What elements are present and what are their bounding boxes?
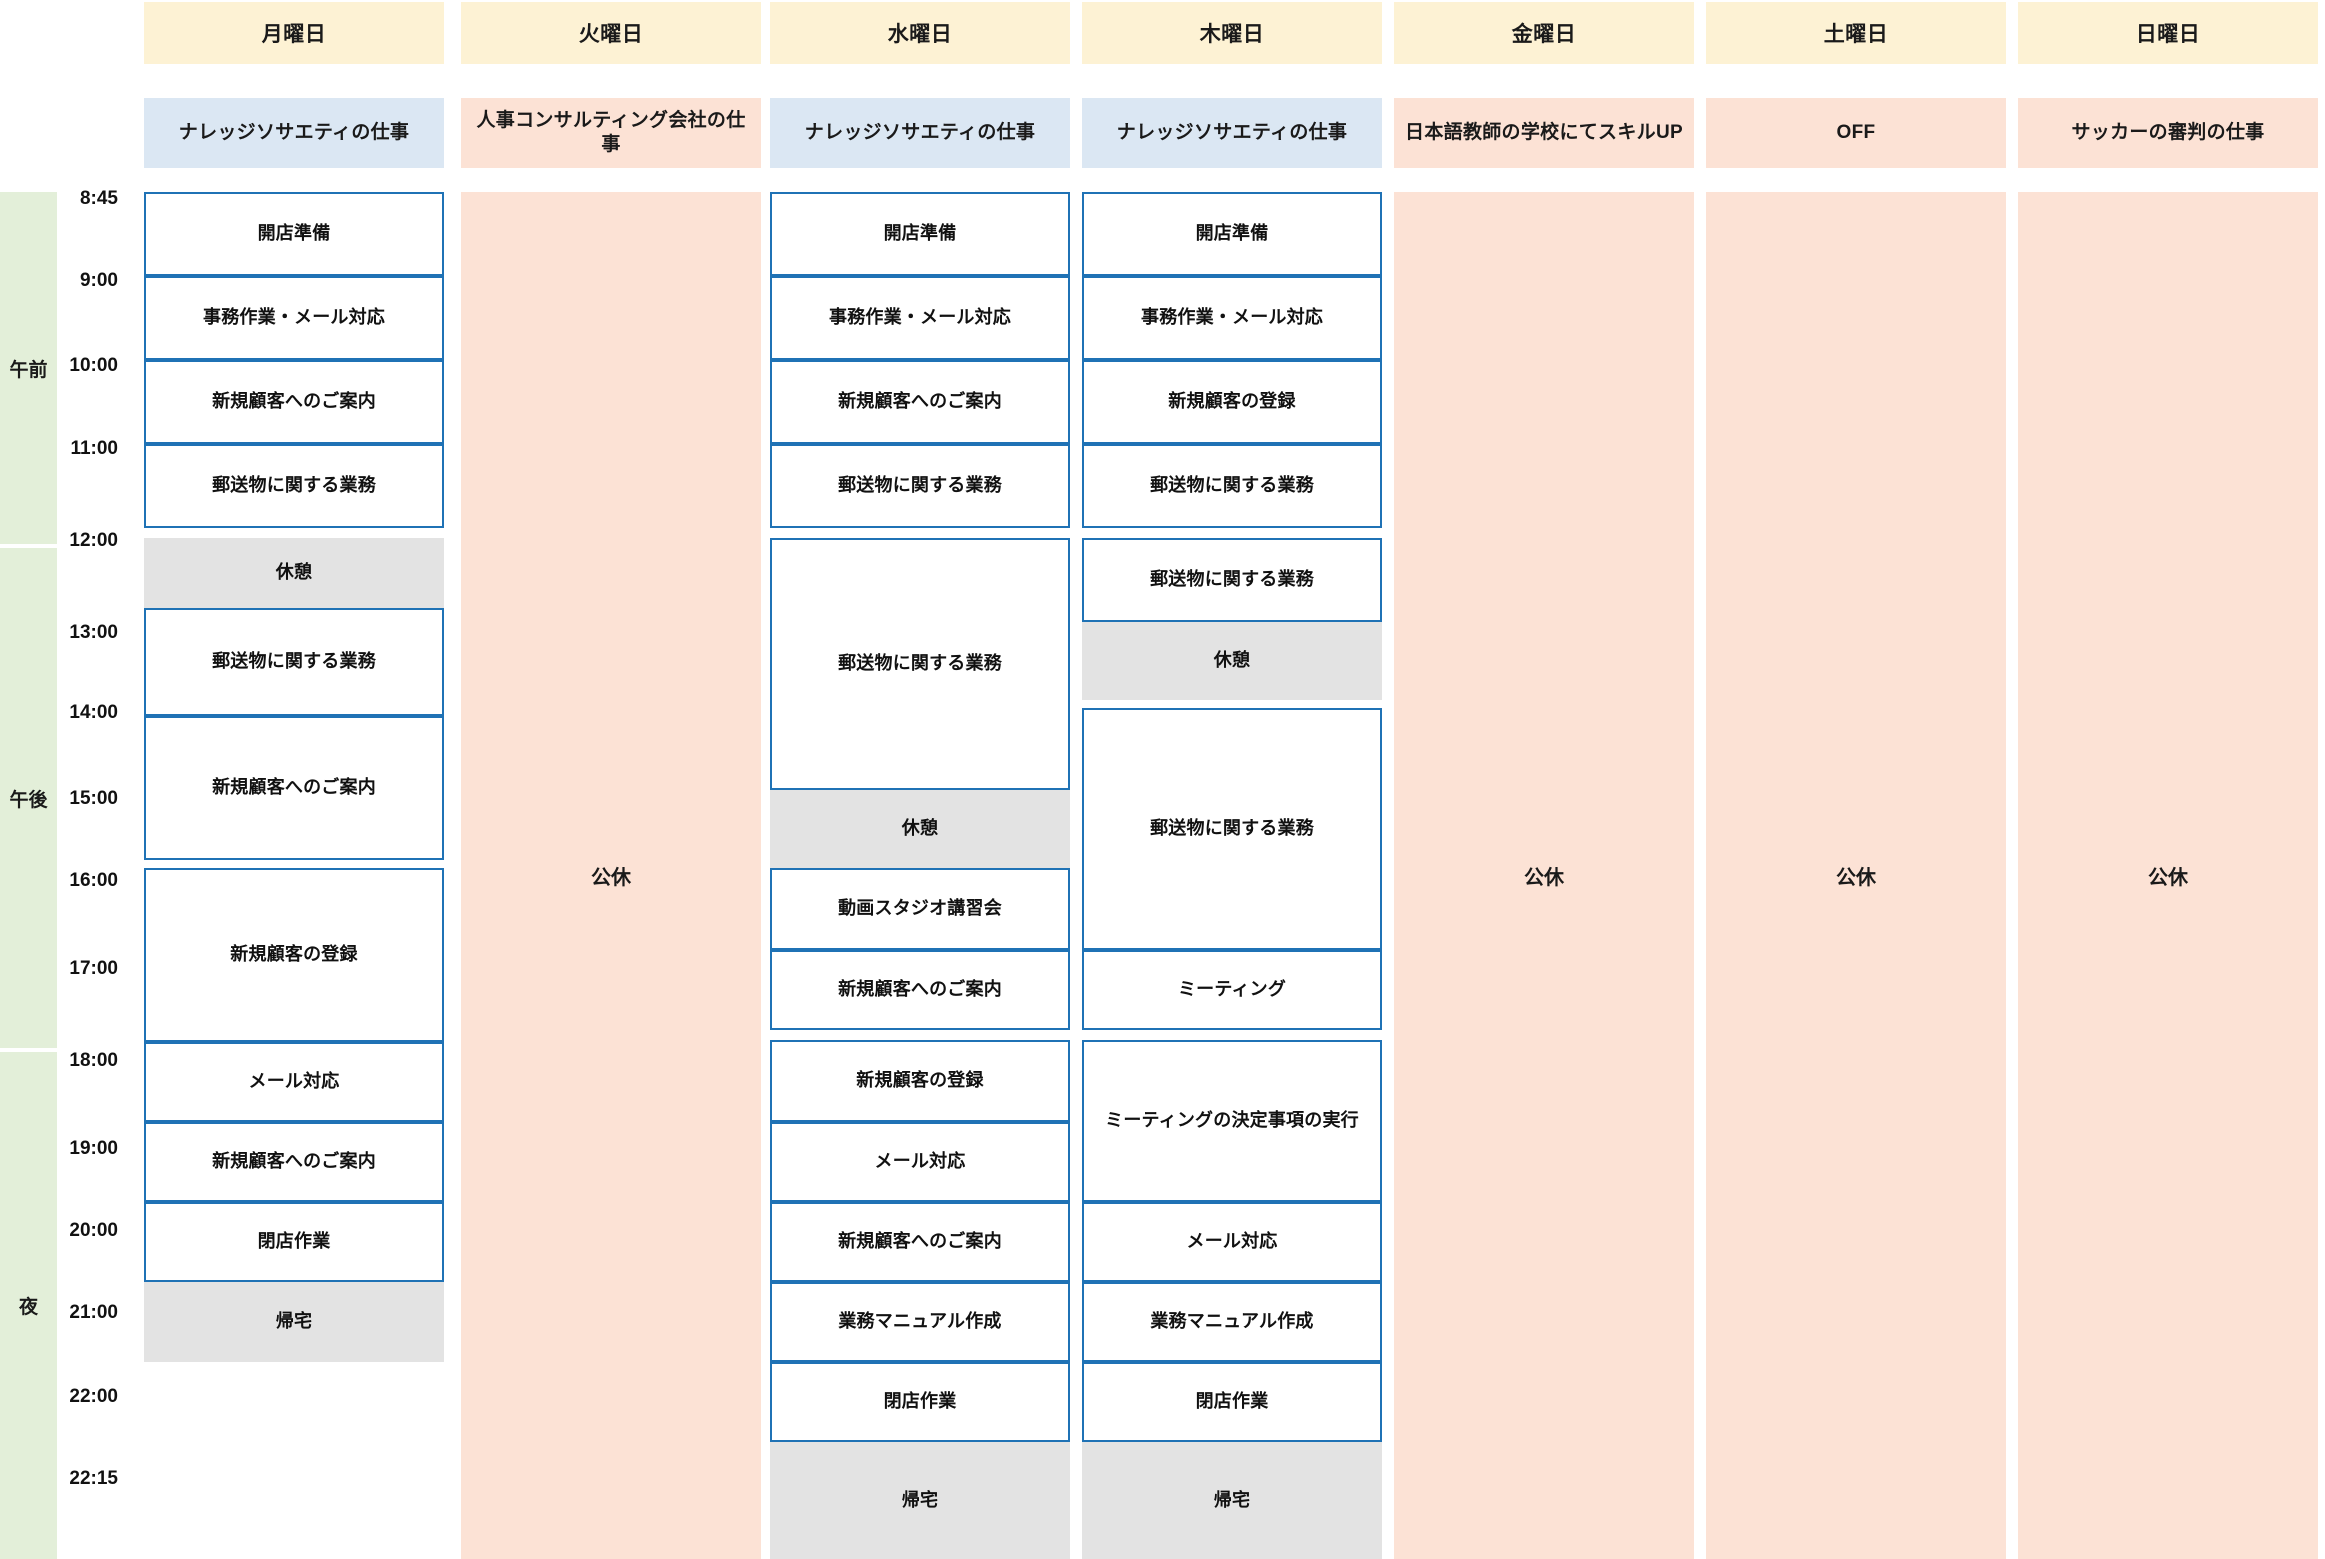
task-cell[interactable]: 事務作業・メール対応 (144, 276, 444, 360)
time-label-13:00: 13:00 (69, 622, 118, 643)
task-cell[interactable]: 帰宅 (1082, 1442, 1382, 1559)
task-cell[interactable]: 郵送物に関する業務 (1082, 538, 1382, 622)
time-label-11:00: 11:00 (70, 438, 118, 459)
time-label-22:00: 22:00 (69, 1386, 118, 1407)
time-label-17:00: 17:00 (69, 958, 118, 979)
time-label-8:45: 8:45 (79, 188, 118, 209)
task-cell[interactable]: 休憩 (144, 538, 444, 608)
day-header-1: 火曜日 (461, 2, 761, 64)
day-job-header-6[interactable]: サッカーの審判の仕事 (2018, 98, 2318, 168)
task-cell[interactable]: 郵送物に関する業務 (144, 444, 444, 528)
task-cell[interactable]: 新規顧客へのご案内 (144, 360, 444, 444)
time-label-14:00: 14:00 (69, 702, 118, 723)
time-label-19:00: 19:00 (69, 1138, 118, 1159)
task-cell[interactable]: 帰宅 (144, 1282, 444, 1362)
task-cell[interactable]: メール対応 (1082, 1202, 1382, 1282)
day-header-0: 月曜日 (144, 2, 444, 64)
task-cell[interactable]: 新規顧客の登録 (144, 868, 444, 1042)
time-label-15:00: 15:00 (69, 788, 118, 809)
day-header-3: 木曜日 (1082, 2, 1382, 64)
task-cell[interactable]: 閉店作業 (144, 1202, 444, 1282)
task-cell[interactable]: 郵送物に関する業務 (770, 444, 1070, 528)
day-header-2: 水曜日 (770, 2, 1070, 64)
day-all-day-block-4[interactable]: 公休 (1394, 192, 1694, 1559)
time-label-18:00: 18:00 (69, 1050, 118, 1071)
task-cell[interactable]: ミーティング (1082, 950, 1382, 1030)
task-cell[interactable]: 事務作業・メール対応 (770, 276, 1070, 360)
period-tag-2: 夜 (0, 1052, 57, 1559)
day-all-day-block-5[interactable]: 公休 (1706, 192, 2006, 1559)
task-cell[interactable]: メール対応 (144, 1042, 444, 1122)
period-tag-0: 午前 (0, 192, 57, 544)
task-cell[interactable]: 事務作業・メール対応 (1082, 276, 1382, 360)
day-job-header-0[interactable]: ナレッジソサエティの仕事 (144, 98, 444, 168)
task-cell[interactable]: 新規顧客へのご案内 (144, 716, 444, 860)
task-cell[interactable]: 郵送物に関する業務 (1082, 708, 1382, 950)
day-all-day-block-6[interactable]: 公休 (2018, 192, 2318, 1559)
task-cell[interactable]: 休憩 (1082, 622, 1382, 700)
day-job-header-1[interactable]: 人事コンサルティング会社の仕事 (461, 98, 761, 168)
task-cell[interactable]: 閉店作業 (1082, 1362, 1382, 1442)
day-header-6: 日曜日 (2018, 2, 2318, 64)
period-tag-1: 午後 (0, 548, 57, 1048)
day-all-day-block-1[interactable]: 公休 (461, 192, 761, 1559)
task-cell[interactable]: 新規顧客の登録 (1082, 360, 1382, 444)
day-job-header-2[interactable]: ナレッジソサエティの仕事 (770, 98, 1070, 168)
task-cell[interactable]: 休憩 (770, 790, 1070, 868)
day-job-header-4[interactable]: 日本語教師の学校にてスキルUP (1394, 98, 1694, 168)
time-label-10:00: 10:00 (69, 355, 118, 376)
task-cell[interactable]: 新規顧客の登録 (770, 1040, 1070, 1122)
task-cell[interactable]: 新規顧客へのご案内 (770, 360, 1070, 444)
task-cell[interactable]: 開店準備 (144, 192, 444, 276)
time-label-12:00: 12:00 (69, 530, 118, 551)
task-cell[interactable]: メール対応 (770, 1122, 1070, 1202)
task-cell[interactable]: 新規顧客へのご案内 (144, 1122, 444, 1202)
day-header-4: 金曜日 (1394, 2, 1694, 64)
task-cell[interactable]: 新規顧客へのご案内 (770, 950, 1070, 1030)
task-cell[interactable]: 開店準備 (1082, 192, 1382, 276)
task-cell[interactable]: 新規顧客へのご案内 (770, 1202, 1070, 1282)
task-cell[interactable]: 業務マニュアル作成 (770, 1282, 1070, 1362)
time-label-21:00: 21:00 (69, 1302, 118, 1323)
time-label-9:00: 9:00 (79, 270, 118, 291)
time-label-22:15: 22:15 (69, 1468, 118, 1489)
day-job-header-5[interactable]: OFF (1706, 98, 2006, 168)
task-cell[interactable]: 動画スタジオ講習会 (770, 868, 1070, 950)
task-cell[interactable]: 郵送物に関する業務 (1082, 444, 1382, 528)
task-cell[interactable]: 郵送物に関する業務 (144, 608, 444, 716)
task-cell[interactable]: 帰宅 (770, 1442, 1070, 1559)
day-header-5: 土曜日 (1706, 2, 2006, 64)
day-job-header-3[interactable]: ナレッジソサエティの仕事 (1082, 98, 1382, 168)
time-label-16:00: 16:00 (69, 870, 118, 891)
time-label-20:00: 20:00 (69, 1220, 118, 1241)
task-cell[interactable]: 郵送物に関する業務 (770, 538, 1070, 790)
task-cell[interactable]: 業務マニュアル作成 (1082, 1282, 1382, 1362)
task-cell[interactable]: 開店準備 (770, 192, 1070, 276)
task-cell[interactable]: ミーティングの決定事項の実行 (1082, 1040, 1382, 1202)
task-cell[interactable]: 閉店作業 (770, 1362, 1070, 1442)
